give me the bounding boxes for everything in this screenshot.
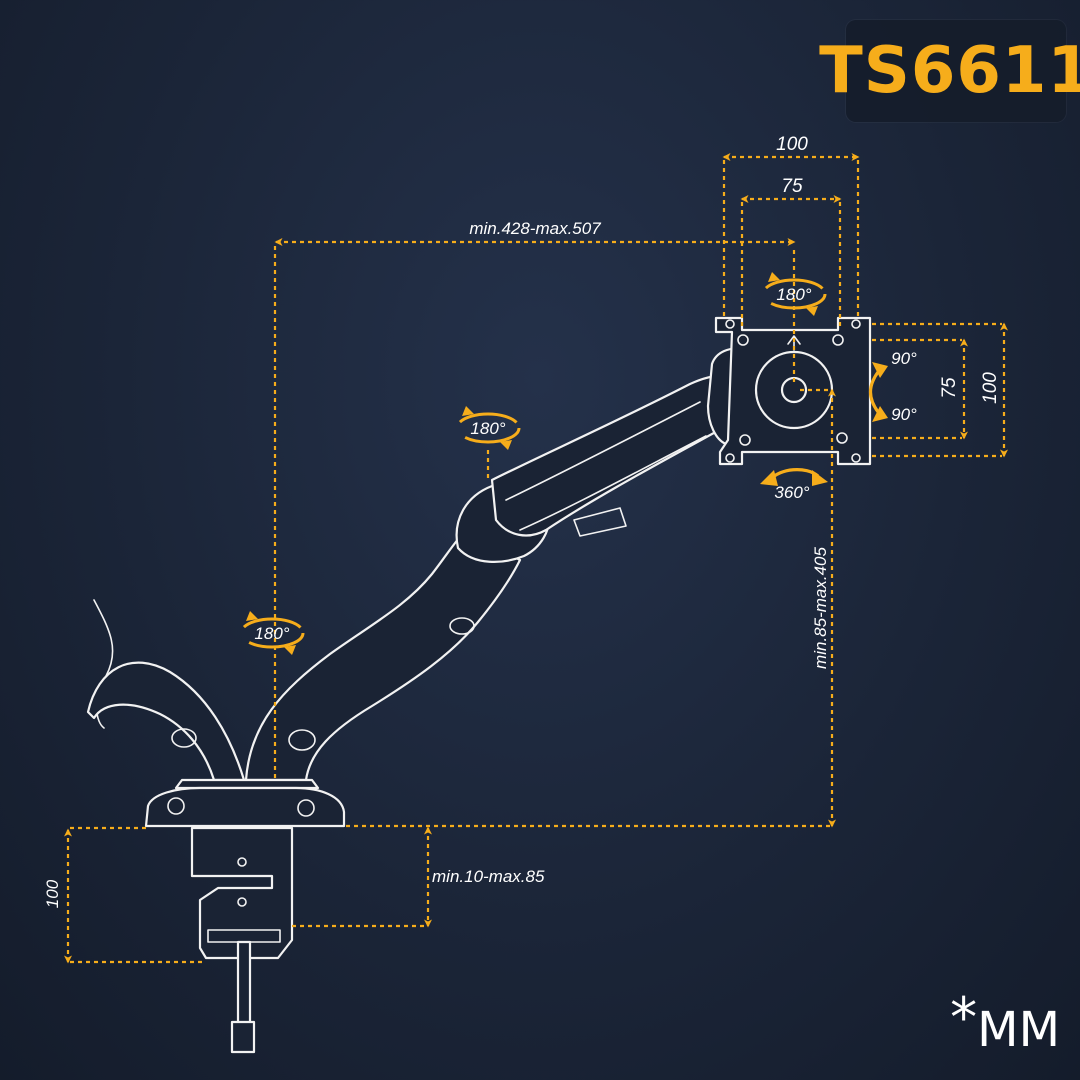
base-screw-right — [297, 799, 315, 817]
model-number: TS6611 — [819, 34, 1080, 108]
label-vesa-inner-top: 75 — [781, 176, 803, 197]
rotation-swivel-label: 360° — [774, 483, 809, 502]
unit-note: *MM — [950, 986, 1060, 1058]
clamp-screw-rod — [236, 940, 252, 1026]
unit-text: MM — [977, 1002, 1060, 1058]
rotate-arrow-icon — [455, 406, 521, 450]
gas-spring-arm — [490, 374, 746, 537]
label-reach: min.428-max.507 — [469, 219, 601, 238]
label-clamp-range: min.10-max.85 — [432, 867, 545, 886]
base-screw-left — [167, 797, 185, 815]
label-clamp-depth: 100 — [43, 879, 62, 908]
vesa-hole-75-tl — [737, 334, 749, 346]
label-vesa-inner-side: 75 — [939, 377, 960, 399]
vesa-hole-100-tl — [725, 319, 735, 329]
dimension-lines — [64, 153, 1008, 964]
rotation-base-label: 180° — [254, 624, 289, 643]
desk-clamp — [190, 826, 294, 960]
lower-arm-screw — [449, 617, 475, 635]
unit-star: * — [950, 986, 978, 1049]
label-height: min.85-max.405 — [811, 547, 830, 669]
vesa-hole-75-br — [836, 432, 848, 444]
vesa-hole-75-bl — [739, 434, 751, 446]
rotation-tilt-up-label: 90° — [891, 349, 917, 368]
rear-support — [86, 661, 246, 782]
rotate-arrow-icon — [239, 611, 305, 655]
clamp-hole-upper — [237, 857, 247, 867]
lower-arm-knob — [288, 729, 316, 751]
rotation-elbow-label: 180° — [470, 419, 505, 438]
rotation-head-label: 180° — [776, 285, 811, 304]
clamp-hole-lower — [237, 897, 247, 907]
vesa-hole-100-bl — [725, 453, 735, 463]
rear-support-knob — [171, 728, 197, 748]
model-badge: TS6611 — [819, 20, 1080, 122]
label-vesa-outer-top: 100 — [776, 134, 808, 155]
base-collar — [174, 778, 320, 790]
base-plate — [144, 786, 346, 828]
rotate-arrow-icon — [868, 362, 888, 422]
vesa-hole-100-br — [851, 453, 861, 463]
lower-arm — [244, 528, 522, 782]
rotate-arrow-icon — [760, 468, 828, 486]
vesa-hole-100-tr — [851, 319, 861, 329]
clamp-screw-handle — [230, 1020, 256, 1054]
vesa-hole-75-tr — [832, 334, 844, 346]
rotation-tilt-down-label: 90° — [891, 405, 917, 424]
gas-spring-slot — [573, 507, 627, 537]
label-vesa-outer-side: 100 — [980, 372, 1001, 404]
gas-spring-channel — [505, 401, 707, 531]
rotate-arrow-icon — [761, 272, 827, 316]
